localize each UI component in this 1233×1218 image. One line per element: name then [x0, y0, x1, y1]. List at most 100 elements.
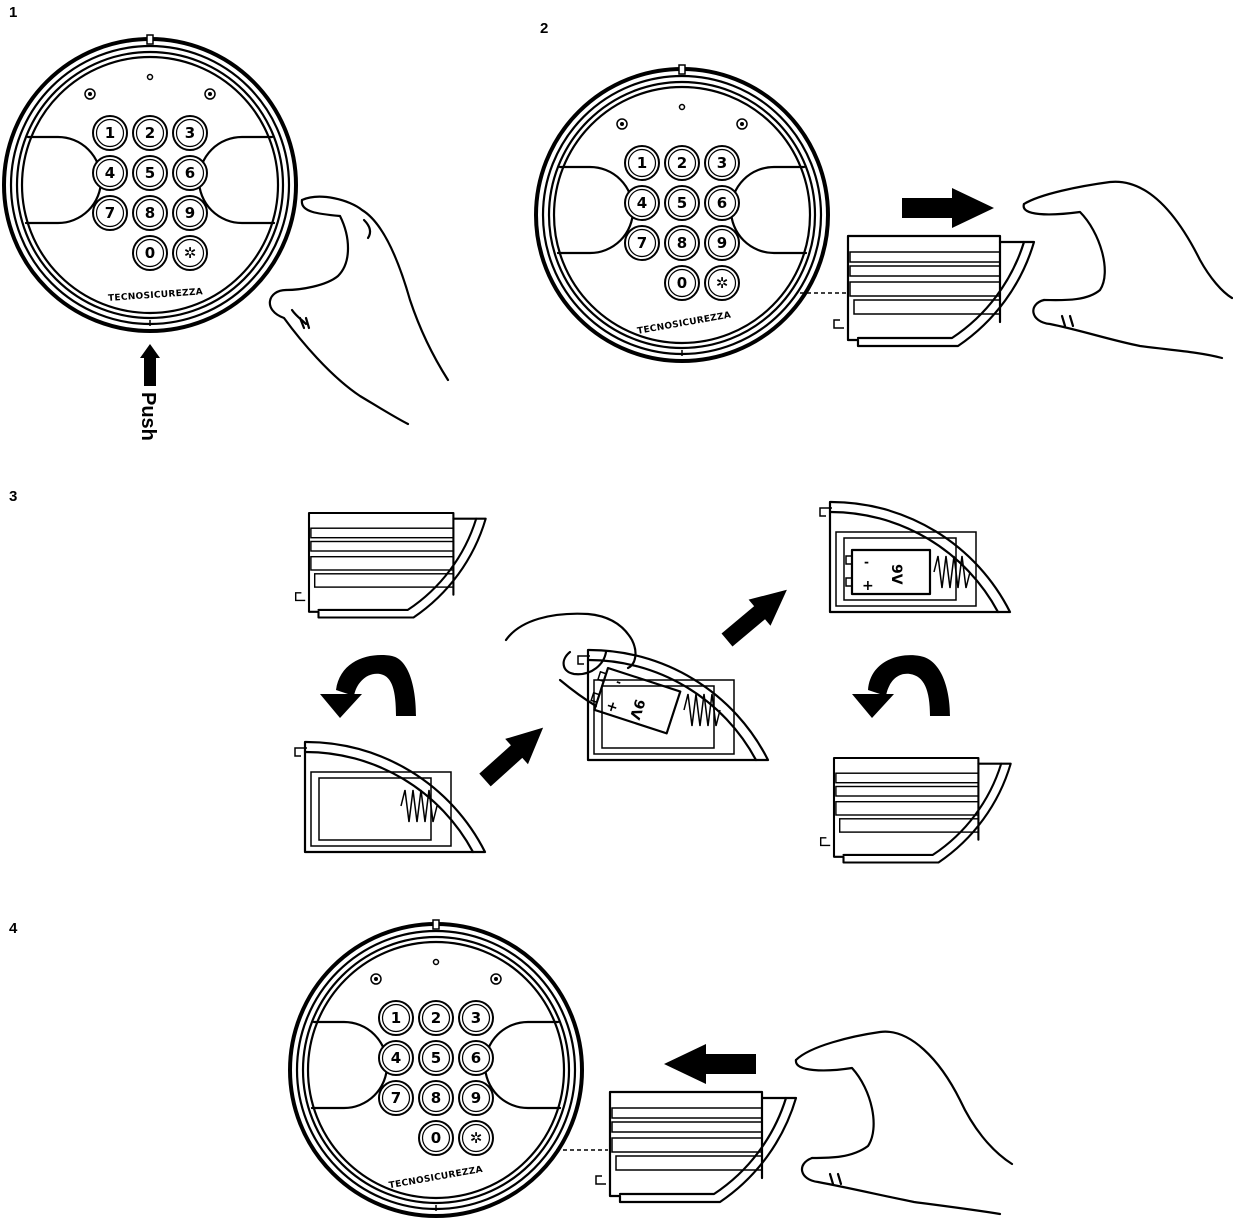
hand-icon — [1022, 180, 1233, 360]
push-arrow-icon — [140, 344, 160, 386]
step-4-door — [594, 1090, 798, 1204]
keypad-key-label: 5 — [431, 1049, 441, 1067]
keypad-key-label: 4 — [391, 1049, 401, 1067]
rotate-arrow-icon — [852, 655, 950, 718]
keypad-key-ring — [175, 118, 205, 148]
keypad-key — [704, 225, 740, 261]
keypad-key-ring — [707, 268, 737, 298]
keypad-key-ring — [95, 158, 125, 188]
keypad-key-label: 2 — [677, 154, 687, 172]
svg-text:+: + — [862, 578, 874, 594]
keypad-key-label: 2 — [431, 1009, 441, 1027]
keypad-key-label: ✲ — [716, 274, 729, 292]
keypad-key-label: 0 — [677, 274, 687, 292]
keypad-key-ring — [707, 228, 737, 258]
keypad-key-ring — [667, 268, 697, 298]
hand-icon — [504, 612, 637, 708]
keypad-key-label: 8 — [145, 204, 155, 222]
svg-text:9V: 9V — [888, 564, 904, 585]
keypad-key — [458, 1120, 494, 1156]
keypad-key — [664, 265, 700, 301]
svg-text:-: - — [614, 675, 623, 690]
keypad-key — [704, 185, 740, 221]
keypad-key-label: 2 — [145, 124, 155, 142]
keypad-key-ring — [461, 1083, 491, 1113]
keypad-key — [624, 145, 660, 181]
keypad-key-ring — [421, 1003, 451, 1033]
brand-logo-2: TECNOSICUREZZA — [637, 310, 732, 336]
keypad-key-label: 4 — [637, 194, 647, 212]
keypad-key-ring — [627, 188, 657, 218]
battery-icon: - + 9V — [845, 548, 932, 596]
keypad-key-ring — [461, 1123, 491, 1153]
keypad-key — [378, 1080, 414, 1116]
keypad-key-ring — [461, 1003, 491, 1033]
keypad-key-label: 6 — [471, 1049, 481, 1067]
keypad-key-label: 3 — [717, 154, 727, 172]
arrow-left-icon — [664, 1044, 756, 1084]
keypad-key — [132, 195, 168, 231]
keypad-key-ring — [135, 238, 165, 268]
keypad-key-label: 6 — [185, 164, 195, 182]
keypad-key-ring — [135, 158, 165, 188]
keypad-key-label: 7 — [637, 234, 647, 252]
keypad-key — [132, 235, 168, 271]
arrow-up-right-icon — [473, 715, 555, 793]
keypad-key — [418, 1080, 454, 1116]
keypad-key-ring — [175, 238, 205, 268]
step-2-door — [832, 234, 1036, 348]
keypad-key — [132, 155, 168, 191]
keypad-key-ring — [667, 188, 697, 218]
keypad-key — [664, 185, 700, 221]
keypad-key — [172, 235, 208, 271]
keypad-key-label: ✲ — [470, 1129, 483, 1147]
keypad-key-label: 9 — [185, 204, 195, 222]
keypad-key — [704, 145, 740, 181]
keypad-key — [418, 1040, 454, 1076]
keypad-key-ring — [95, 118, 125, 148]
keypad-key — [704, 265, 740, 301]
keypad-key-ring — [421, 1043, 451, 1073]
keypad-key-label: 7 — [391, 1089, 401, 1107]
keypad-key-label: 0 — [431, 1129, 441, 1147]
keypad-key-ring — [175, 158, 205, 188]
step-3-label: 3 — [9, 488, 18, 505]
step-3-tray-open-a — [293, 740, 487, 854]
keypad-key-label: 9 — [717, 234, 727, 252]
keypad-key-label: 1 — [391, 1009, 401, 1027]
keypad-key-ring — [381, 1043, 411, 1073]
svg-text:9V: 9V — [626, 697, 648, 722]
keypad-key — [458, 1080, 494, 1116]
step-4-label: 4 — [9, 920, 18, 937]
keypad-key-label: 0 — [145, 244, 155, 262]
keypad-key-label: 7 — [105, 204, 115, 222]
step-3-door-closed-b — [819, 756, 1012, 864]
arrow-up-right-icon — [716, 576, 798, 654]
hand-icon — [794, 1030, 1014, 1216]
step-3-tray-battery — [818, 500, 1012, 614]
svg-text:-: - — [864, 555, 869, 569]
keypad-key-ring — [461, 1043, 491, 1073]
keypad-key-ring — [421, 1083, 451, 1113]
keypad-key-ring — [381, 1083, 411, 1113]
keypad-key-ring — [135, 198, 165, 228]
keypad-key-label: 1 — [105, 124, 115, 142]
brand-logo-1: TECNOSICUREZZA — [108, 287, 204, 304]
keypad-key — [92, 195, 128, 231]
keypad-key — [378, 1040, 414, 1076]
keypad-key-label: 6 — [717, 194, 727, 212]
keypad-key-ring — [421, 1123, 451, 1153]
battery-icon: - + 9V — [590, 666, 682, 735]
keypad-key — [458, 1000, 494, 1036]
keypad-key — [172, 195, 208, 231]
keypad-key-ring — [707, 148, 737, 178]
keypad-key — [378, 1000, 414, 1036]
step-3-door-closed-a — [294, 511, 487, 619]
keypad-key-label: ✲ — [184, 244, 197, 262]
keypad-key — [418, 1000, 454, 1036]
keypad-key-label: 9 — [471, 1089, 481, 1107]
step-2-label: 2 — [540, 20, 549, 37]
keypad-key-ring — [667, 228, 697, 258]
